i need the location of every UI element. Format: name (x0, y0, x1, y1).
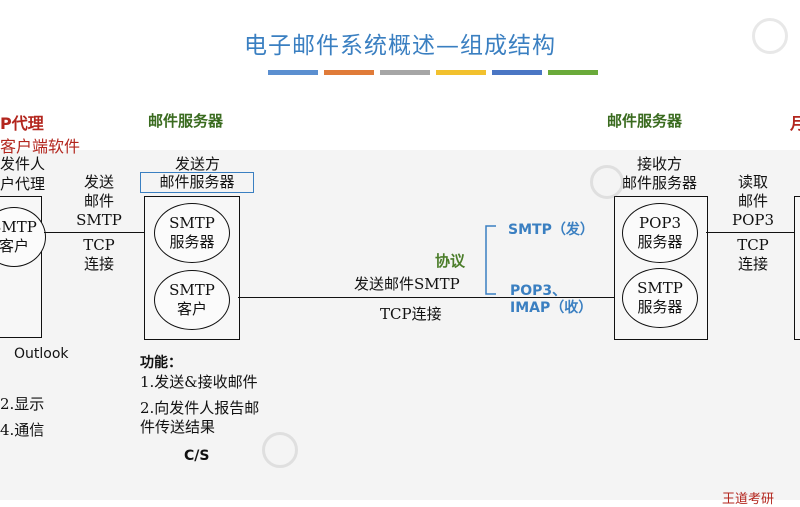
left-circle-line2: 客户 (0, 237, 29, 255)
right-link-pop3: POP3 (731, 211, 775, 229)
title-color-bar (548, 70, 598, 75)
sender-server-label-line1: 发送方 (174, 155, 220, 173)
receiver-pop3-server-circle: POP3 服务器 (622, 203, 698, 263)
header-mail-server-left: 邮件服务器 (148, 112, 224, 130)
right-link-line (706, 232, 796, 233)
header-mail-server-right: 邮件服务器 (607, 112, 683, 130)
left-circle-line1: SMTP (0, 218, 37, 236)
sender-bottom-circle-line2: 客户 (176, 300, 207, 318)
receiver-top-circle-line2: 服务器 (637, 233, 683, 251)
right-link-tcp-text: TCP (737, 236, 769, 254)
sender-smtp-client-circle: SMTP 客户 (154, 270, 230, 330)
protocol-bracket (485, 225, 496, 295)
right-link-connect: 连接 (737, 255, 768, 273)
header-user-agent-fragment: P代理 (0, 114, 44, 133)
sender-top-circle-line1: SMTP (169, 214, 215, 232)
header-right-fragment: 月 (790, 114, 800, 133)
left-link-smtp: SMTP (76, 211, 122, 229)
left-link-text: 发送 邮件 SMTP (68, 173, 130, 230)
title-color-bar (324, 70, 374, 75)
right-agent-box (794, 196, 800, 340)
functions-title: 功能： (140, 355, 182, 371)
left-function-display: 2.显示 (0, 395, 45, 413)
left-link-connect: 连接 (83, 255, 114, 273)
protocol-label: 协议 (435, 252, 466, 270)
right-link-mail: 邮件 (737, 192, 768, 210)
function-item-2-line2: 件传送结果 (140, 418, 216, 436)
receiver-smtp-server-circle: SMTP 服务器 (622, 268, 698, 328)
receiver-server-label-line1: 接收方 (636, 155, 682, 173)
right-link-tcp: TCP 连接 (722, 236, 784, 274)
title-color-bar (436, 70, 486, 75)
sender-bottom-circle-line1: SMTP (169, 281, 215, 299)
send-mail-smtp-label: 发送邮件SMTP (354, 275, 460, 293)
watermark-text: 王道考研 (722, 492, 775, 507)
title-color-bar (268, 70, 318, 75)
outlook-label: Outlook (14, 346, 69, 362)
receiver-bottom-circle-line2: 服务器 (637, 298, 683, 316)
left-agent-line1: 发件人 (0, 155, 46, 173)
left-link-line (44, 232, 144, 233)
left-function-communication: 4.通信 (0, 421, 45, 439)
right-link-text: 读取 邮件 POP3 (722, 173, 784, 230)
pop3-label: POP3、 (510, 283, 567, 299)
header-client-software: 客户端软件 (0, 137, 81, 156)
tcp-connection-label: TCP连接 (380, 305, 442, 323)
title-color-bar (380, 70, 430, 75)
function-item-2-line1: 2.向发件人报告邮 (140, 399, 260, 417)
cs-label: C/S (184, 448, 210, 464)
header-band (0, 0, 800, 150)
sender-server-label-line2: 邮件服务器 (140, 172, 254, 193)
smtp-send-label: SMTP（发） (508, 222, 594, 238)
slide-title: 电子邮件系统概述—组成结构 (244, 33, 556, 59)
receiver-bottom-circle-line1: SMTP (637, 279, 683, 297)
imap-receive-label: IMAP（收） (510, 300, 593, 316)
server-to-server-line (238, 297, 614, 298)
left-agent-line2: 户代理 (0, 175, 46, 193)
sender-smtp-server-circle: SMTP 服务器 (154, 203, 230, 263)
title-color-bar (492, 70, 542, 75)
right-link-read: 读取 (737, 173, 768, 191)
left-link-send: 发送 (83, 173, 114, 191)
function-item-1: 1.发送&接收邮件 (140, 373, 258, 391)
left-link-tcp-text: TCP (83, 236, 115, 254)
left-link-mail: 邮件 (83, 192, 114, 210)
sender-top-circle-line2: 服务器 (169, 233, 215, 251)
receiver-server-label-line2: 邮件服务器 (621, 174, 697, 192)
receiver-top-circle-line1: POP3 (638, 214, 682, 232)
left-link-tcp: TCP 连接 (68, 236, 130, 274)
